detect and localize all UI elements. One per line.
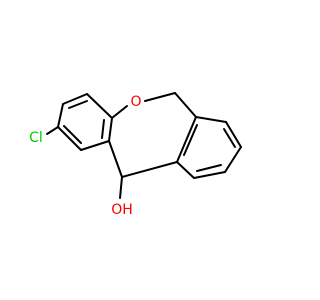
atom-label-oxygen-ring: O xyxy=(130,94,141,110)
bond-c4-c5 xyxy=(57,103,64,128)
bond-c7-c8 xyxy=(195,116,227,123)
atom-labels: O Cl OH xyxy=(29,94,141,218)
bond-c9-c10 xyxy=(224,146,242,173)
bonds xyxy=(46,92,242,199)
bond-c3-c4 xyxy=(57,126,82,151)
bond-double-inner-left-3 xyxy=(68,100,88,109)
bond-double-inner-right-2 xyxy=(223,128,236,148)
bond-double-inner-left-1 xyxy=(101,119,105,139)
bond-c5-c6 xyxy=(62,93,88,105)
bond-c10-c13 xyxy=(193,171,226,179)
bond-double-inner-right-3 xyxy=(196,164,222,172)
bond-double-inner-right-1 xyxy=(183,124,198,156)
atom-label-hydroxyl: OH xyxy=(111,202,133,218)
bond-double-inner-left-2 xyxy=(63,125,82,144)
bond-c2-c3 xyxy=(80,140,110,151)
bond-c1-o xyxy=(111,105,128,119)
bond-o-ch2 xyxy=(144,92,176,102)
bond-c2-c11 xyxy=(108,140,123,178)
bond-c-cl xyxy=(46,126,59,135)
bond-ch2-c7 xyxy=(174,92,197,118)
molecule-structure: O Cl OH xyxy=(0,0,300,300)
bond-c6-c1 xyxy=(86,93,113,119)
bond-c12-c7 xyxy=(176,116,197,163)
bond-c8-c9 xyxy=(225,121,242,148)
bond-c11-oh xyxy=(119,176,123,199)
atom-label-chlorine: Cl xyxy=(29,130,43,146)
bond-c13-c12 xyxy=(176,161,195,179)
bond-c11-c12 xyxy=(121,161,178,178)
bond-c1-c2 xyxy=(108,117,113,142)
background xyxy=(0,0,300,300)
